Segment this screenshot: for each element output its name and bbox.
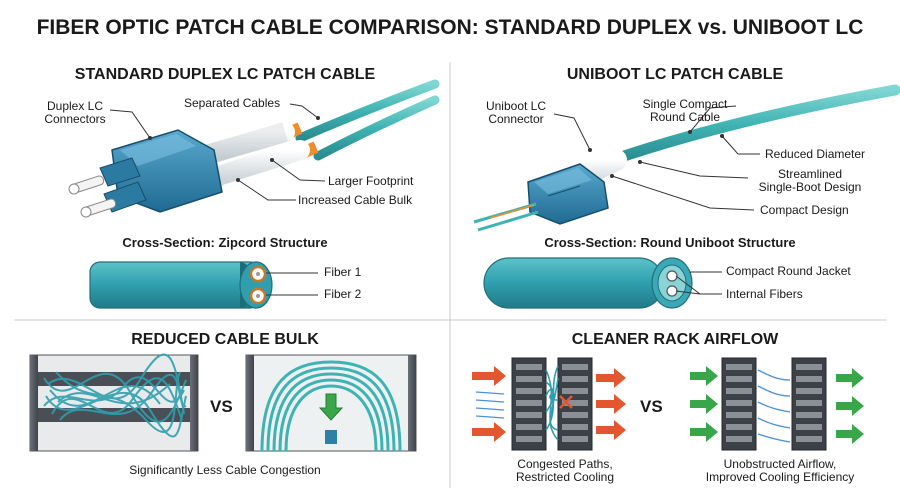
label-uniboot-connector: Uniboot LC Connector (485, 99, 547, 127)
label-internal-fibers: Internal Fibers (726, 287, 803, 301)
neat-uniboot-bundle-illustration (245, 354, 417, 452)
label-duplex-connectors: Duplex LC Connectors (44, 99, 106, 127)
airflow-right-caption: Unobstructed Airflow, Improved Cooling E… (705, 457, 855, 485)
uniboot-heading: UNIBOOT LC PATCH CABLE (566, 66, 784, 83)
round-cross-section-illustration (483, 257, 722, 309)
zipcord-cross-section-illustration (89, 261, 318, 309)
messy-rack-illustration (29, 353, 199, 452)
label-single-compact-cable: Single Compact Round Cable (642, 97, 728, 125)
label-compact-design: Compact Design (760, 203, 849, 217)
bulk-vs: VS (210, 397, 233, 416)
standard-heading: STANDARD DUPLEX LC PATCH CABLE (74, 66, 376, 83)
airflow-left-caption: Congested Paths, Restricted Cooling (515, 457, 615, 485)
label-separated-cables: Separated Cables (184, 96, 281, 110)
bulk-caption: Significantly Less Cable Congestion (129, 463, 321, 477)
airflow-vs: VS (640, 397, 663, 416)
uniboot-lc-cable-illustration (473, 84, 900, 232)
congested-airflow-illustration (472, 357, 626, 451)
label-compact-round-jacket: Compact Round Jacket (726, 264, 851, 278)
label-increased-bulk: Increased Cable Bulk (298, 193, 413, 207)
label-reduced-diameter: Reduced Diameter (765, 147, 866, 161)
clean-airflow-illustration (690, 357, 864, 451)
bulk-heading: REDUCED CABLE BULK (131, 331, 319, 348)
round-cross-section-title: Cross-Section: Round Uniboot Structure (544, 235, 796, 250)
zipcord-cross-section-title: Cross-Section: Zipcord Structure (122, 235, 328, 250)
label-fiber-2: Fiber 2 (324, 287, 362, 301)
label-fiber-1: Fiber 1 (324, 265, 362, 279)
label-streamlined-design: Streamlined Single-Boot Design (758, 167, 862, 195)
duplex-leader-lines (109, 103, 326, 201)
page-title: FIBER OPTIC PATCH CABLE COMPARISON: STAN… (36, 16, 864, 39)
label-larger-footprint: Larger Footprint (328, 174, 414, 188)
uniboot-leader-lines (553, 105, 760, 211)
duplex-lc-cable-illustration (68, 79, 440, 218)
airflow-heading: CLEANER RACK AIRFLOW (571, 331, 779, 348)
